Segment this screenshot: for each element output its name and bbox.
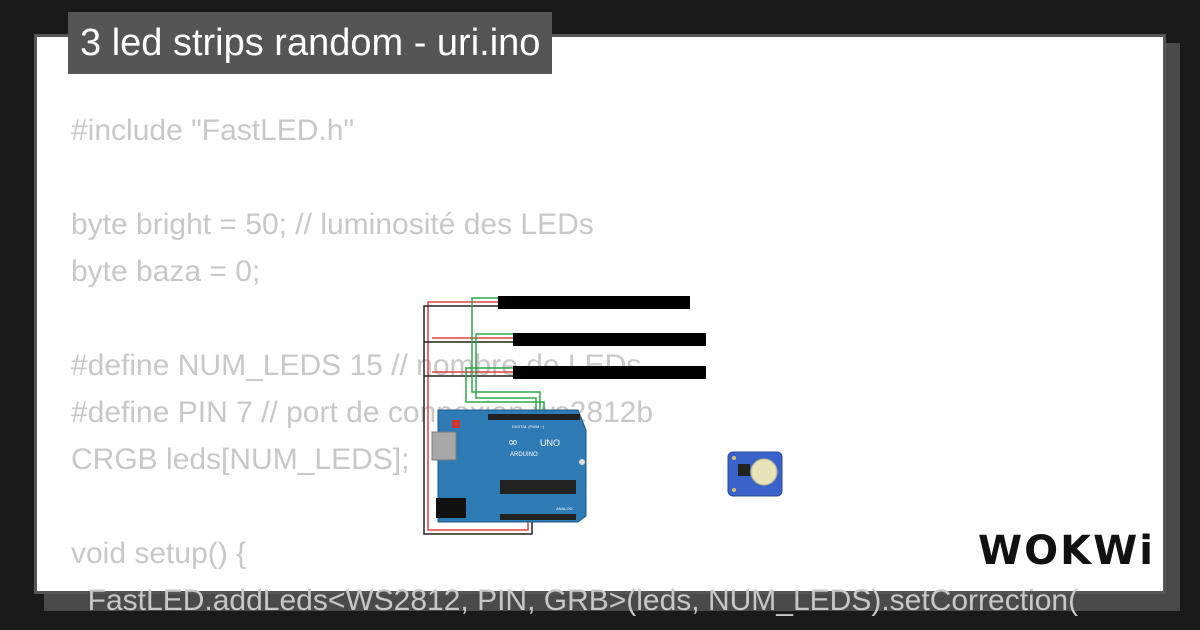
led-strip — [498, 296, 690, 309]
project-card[interactable]: #include "FastLED.h" byte bright = 50; /… — [34, 34, 1166, 617]
wire-green — [465, 367, 545, 412]
board-model: UNO — [540, 438, 560, 448]
rtc-module — [727, 451, 783, 497]
led-strip — [513, 333, 706, 346]
analog-header-label: ANALOG — [556, 506, 573, 511]
code-line: byte bright = 50; // luminosité des LEDs — [71, 208, 594, 241]
code-line: void setup() { — [71, 537, 247, 570]
code-line: CRGB leds[NUM_LEDS]; — [71, 443, 410, 476]
digital-header — [488, 414, 580, 420]
arduino-uno-board: ARDUINO UNO DIGITAL (PWM ~) ANALOG ∞ — [431, 409, 587, 523]
analog-header — [500, 514, 576, 520]
digital-header-label: DIGITAL (PWM ~) — [512, 424, 545, 429]
led-strip — [513, 366, 706, 379]
code-line: byte baza = 0; — [71, 255, 261, 288]
project-title: 3 led strips random - uri.ino — [68, 12, 553, 74]
wires — [423, 297, 545, 535]
wire-black — [423, 305, 533, 535]
power-jack — [436, 498, 466, 518]
code-line: #include "FastLED.h" — [71, 114, 355, 147]
wire-red — [427, 301, 529, 531]
code-preview: #include "FastLED.h" byte bright = 50; /… — [71, 107, 1078, 624]
usb-port — [431, 431, 457, 461]
rtc-chip — [738, 464, 750, 476]
wire-green — [471, 297, 541, 412]
wokwi-logo: WOKWi — [978, 528, 1155, 574]
reset-button — [452, 420, 460, 428]
board-brand: ARDUINO — [510, 452, 538, 458]
microcontroller-chip — [500, 480, 576, 494]
code-line: FastLED.addLeds<WS2812, PIN, GRB>(leds, … — [71, 584, 1079, 617]
infinity-logo-icon: ∞ — [508, 435, 518, 449]
